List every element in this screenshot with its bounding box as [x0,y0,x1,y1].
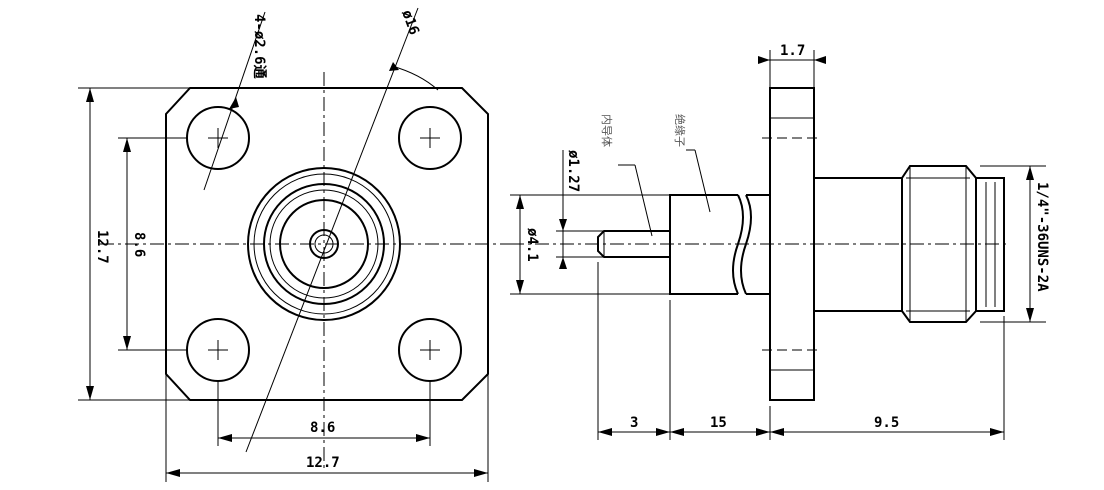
width-outer-label: 12.7 [306,455,340,471]
body-length-label: 9.5 [874,415,899,431]
insulator-label: 绝缘子 [673,114,687,147]
side-view: 1.7 ø1.27 ø4.1 内导体 绝缘子 1/4"-36UNS-2A [510,43,1050,440]
inner-conductor-diameter-label: ø1.27 [565,150,581,192]
hole-callout: 4-ø2.6通 [251,14,267,79]
front-view: 4-ø2.6通 ø16 12.7 8.6 8.6 12.7 [78,7,510,482]
height-outer-label: 12.7 [94,230,110,264]
insulator-length-label: 15 [710,415,727,431]
height-inner-label: 8.6 [131,232,147,257]
inner-conductor-label: 内导体 [600,114,614,147]
thread-spec-label: 1/4"-36UNS-2A [1034,182,1050,292]
insulator-diameter-label: ø4.1 [524,228,540,262]
diameter-16-label: ø16 [398,8,422,37]
end-cap [976,177,1005,312]
width-inner-label: 8.6 [310,420,335,436]
inner-conductor [597,230,670,258]
flange-outline [165,87,489,401]
flange-thickness-label: 1.7 [780,43,805,59]
connector-face [247,167,401,321]
insulator [669,194,738,295]
pin-length-label: 3 [630,415,638,431]
hole-top-right [398,106,462,170]
